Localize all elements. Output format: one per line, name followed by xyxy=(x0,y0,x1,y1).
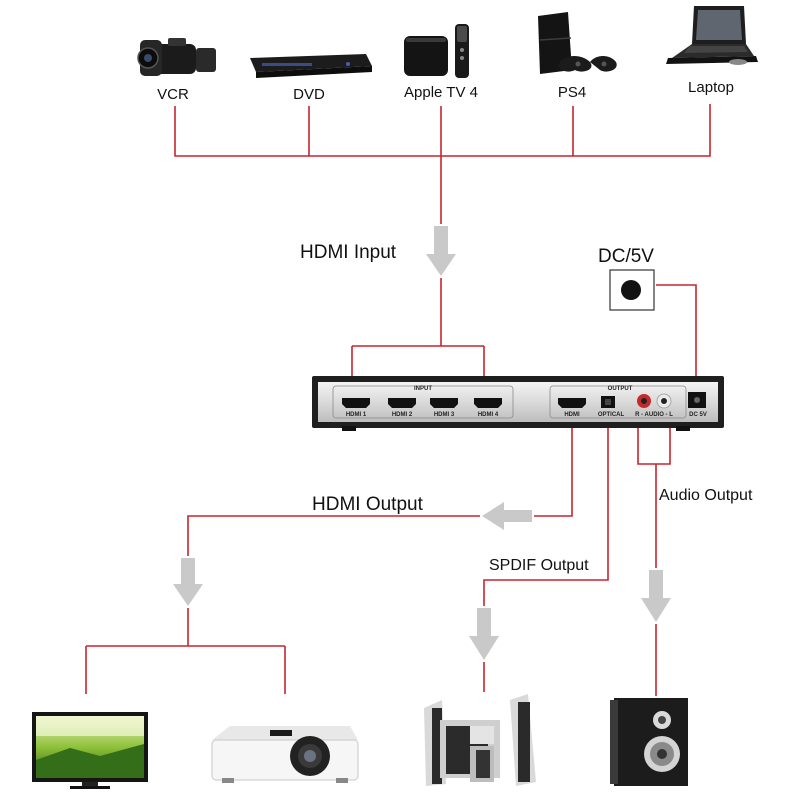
dvd-player-icon xyxy=(250,54,372,78)
rca-port-left xyxy=(656,393,672,409)
port-label-dc-5v: DC 5V xyxy=(689,412,707,418)
label-hdmi-output: HDMI Output xyxy=(312,494,424,515)
port-label-hdmi-3: HDMI 3 xyxy=(434,412,455,418)
hdmi-port-4 xyxy=(474,398,502,408)
port-label-audio: R - AUDIO - L xyxy=(635,412,673,418)
label-spdif-output: SPDIF Output xyxy=(489,557,589,574)
tv-icon xyxy=(32,712,148,789)
output-group-label: OUTPUT xyxy=(608,386,633,392)
apple-tv-icon xyxy=(404,24,469,78)
display-down-arrow xyxy=(173,558,203,606)
port-label-hdmi-1: HDMI 1 xyxy=(346,412,367,418)
source-label-laptop: Laptop xyxy=(688,79,734,96)
input-distribution-wire xyxy=(351,278,485,378)
audio-down-arrow xyxy=(641,570,671,622)
hdmi-out-port xyxy=(558,398,586,408)
hdmi-output-wire-to-displays xyxy=(187,515,480,556)
power-wire xyxy=(656,284,697,376)
source-label-dvd: DVD xyxy=(293,86,325,103)
audio-output-wire xyxy=(637,428,671,568)
speaker-system-icon xyxy=(424,694,536,786)
display-split-wire xyxy=(85,608,286,694)
hdmi-port-2 xyxy=(388,398,416,408)
source-label-ps4: PS4 xyxy=(558,84,586,101)
laptop-icon xyxy=(666,6,758,65)
spdif-down-arrow xyxy=(469,608,499,660)
speaker-icon xyxy=(610,698,688,786)
hdmi-output-arrow xyxy=(482,502,532,530)
port-label-hdmi-4: HDMI 4 xyxy=(478,412,499,418)
port-label-optical: OPTICAL xyxy=(598,412,625,418)
projector-icon xyxy=(211,726,359,783)
hdmi-input-arrow xyxy=(426,226,456,276)
power-jack-icon xyxy=(609,269,655,311)
game-console-icon xyxy=(538,12,617,74)
camcorder-icon xyxy=(137,38,216,76)
input-group-label: INPUT xyxy=(414,386,432,392)
hdmi-switch-device: INPUT HDMI 1 HDMI 2 HDMI 3 HDMI 4 OUTPUT… xyxy=(312,376,724,431)
label-hdmi-input: HDMI Input xyxy=(300,242,397,263)
label-audio-output: Audio Output xyxy=(659,487,753,504)
port-label-hdmi-out: HDMI xyxy=(564,412,580,418)
rca-port-right xyxy=(637,394,651,408)
port-label-hdmi-2: HDMI 2 xyxy=(392,412,413,418)
hdmi-port-1 xyxy=(342,398,370,408)
source-bus-wires xyxy=(174,104,711,224)
hdmi-output-wire xyxy=(534,428,573,517)
source-label-apple-tv: Apple TV 4 xyxy=(404,84,478,101)
optical-port xyxy=(601,396,615,408)
dc-port xyxy=(688,392,706,408)
source-label-vcr: VCR xyxy=(157,86,189,103)
label-dc-5v: DC/5V xyxy=(598,246,654,267)
spdif-output-wire xyxy=(483,428,609,606)
hdmi-port-3 xyxy=(430,398,458,408)
